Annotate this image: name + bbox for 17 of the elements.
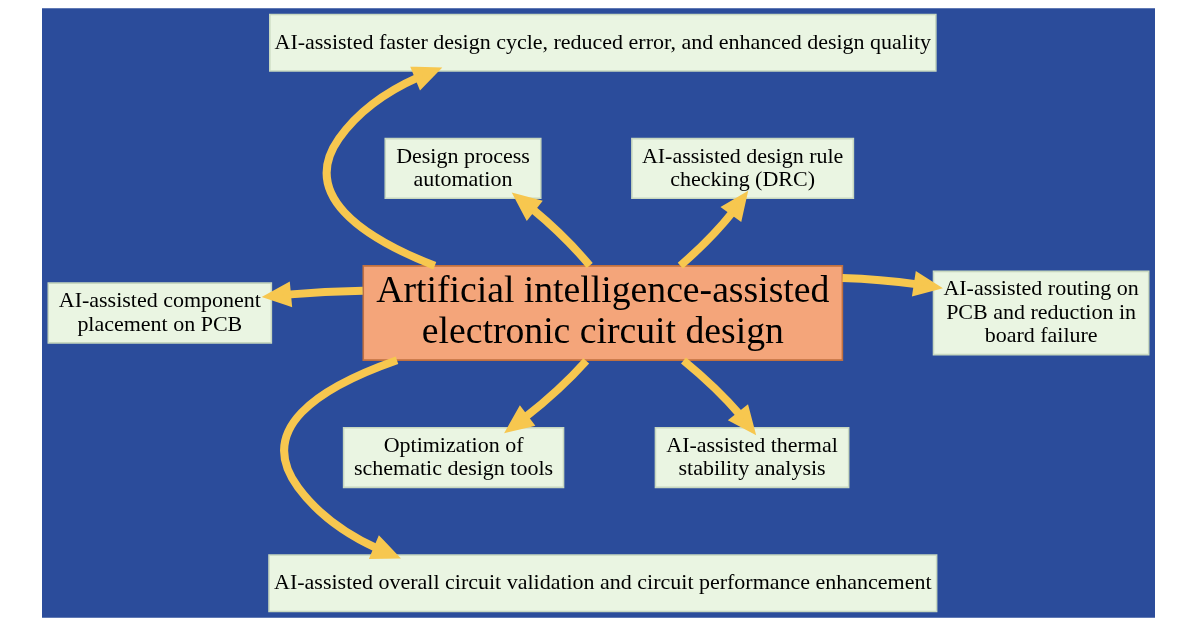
arrow [841,271,943,297]
node-box: Design process automation [383,137,542,200]
node-box: Optimization of schematic design tools [342,426,564,489]
node-box: AI-assisted routing on PCB and reduction in board failure [932,270,1149,356]
node-box: AI-assisted component placement on PCB [47,282,272,344]
node-box: AI-assisted design rule checking (DRC) [630,137,854,200]
node-box: AI-assisted faster design cycle, reduced error, and enhanced design quality [268,13,937,72]
arrow [280,356,401,559]
arrow [503,358,589,434]
arrow [322,66,442,270]
arrow [511,192,593,269]
arrow [261,281,363,308]
node-box: AI-assisted overall circuit validation and circuit performance enhancement [267,554,937,613]
arrow [680,357,756,436]
node-box: Artificial intelligence-assisted electronic circuit design [361,265,843,361]
node-box: AI-assisted thermal stability analysis [654,426,849,489]
arrow [677,190,748,269]
